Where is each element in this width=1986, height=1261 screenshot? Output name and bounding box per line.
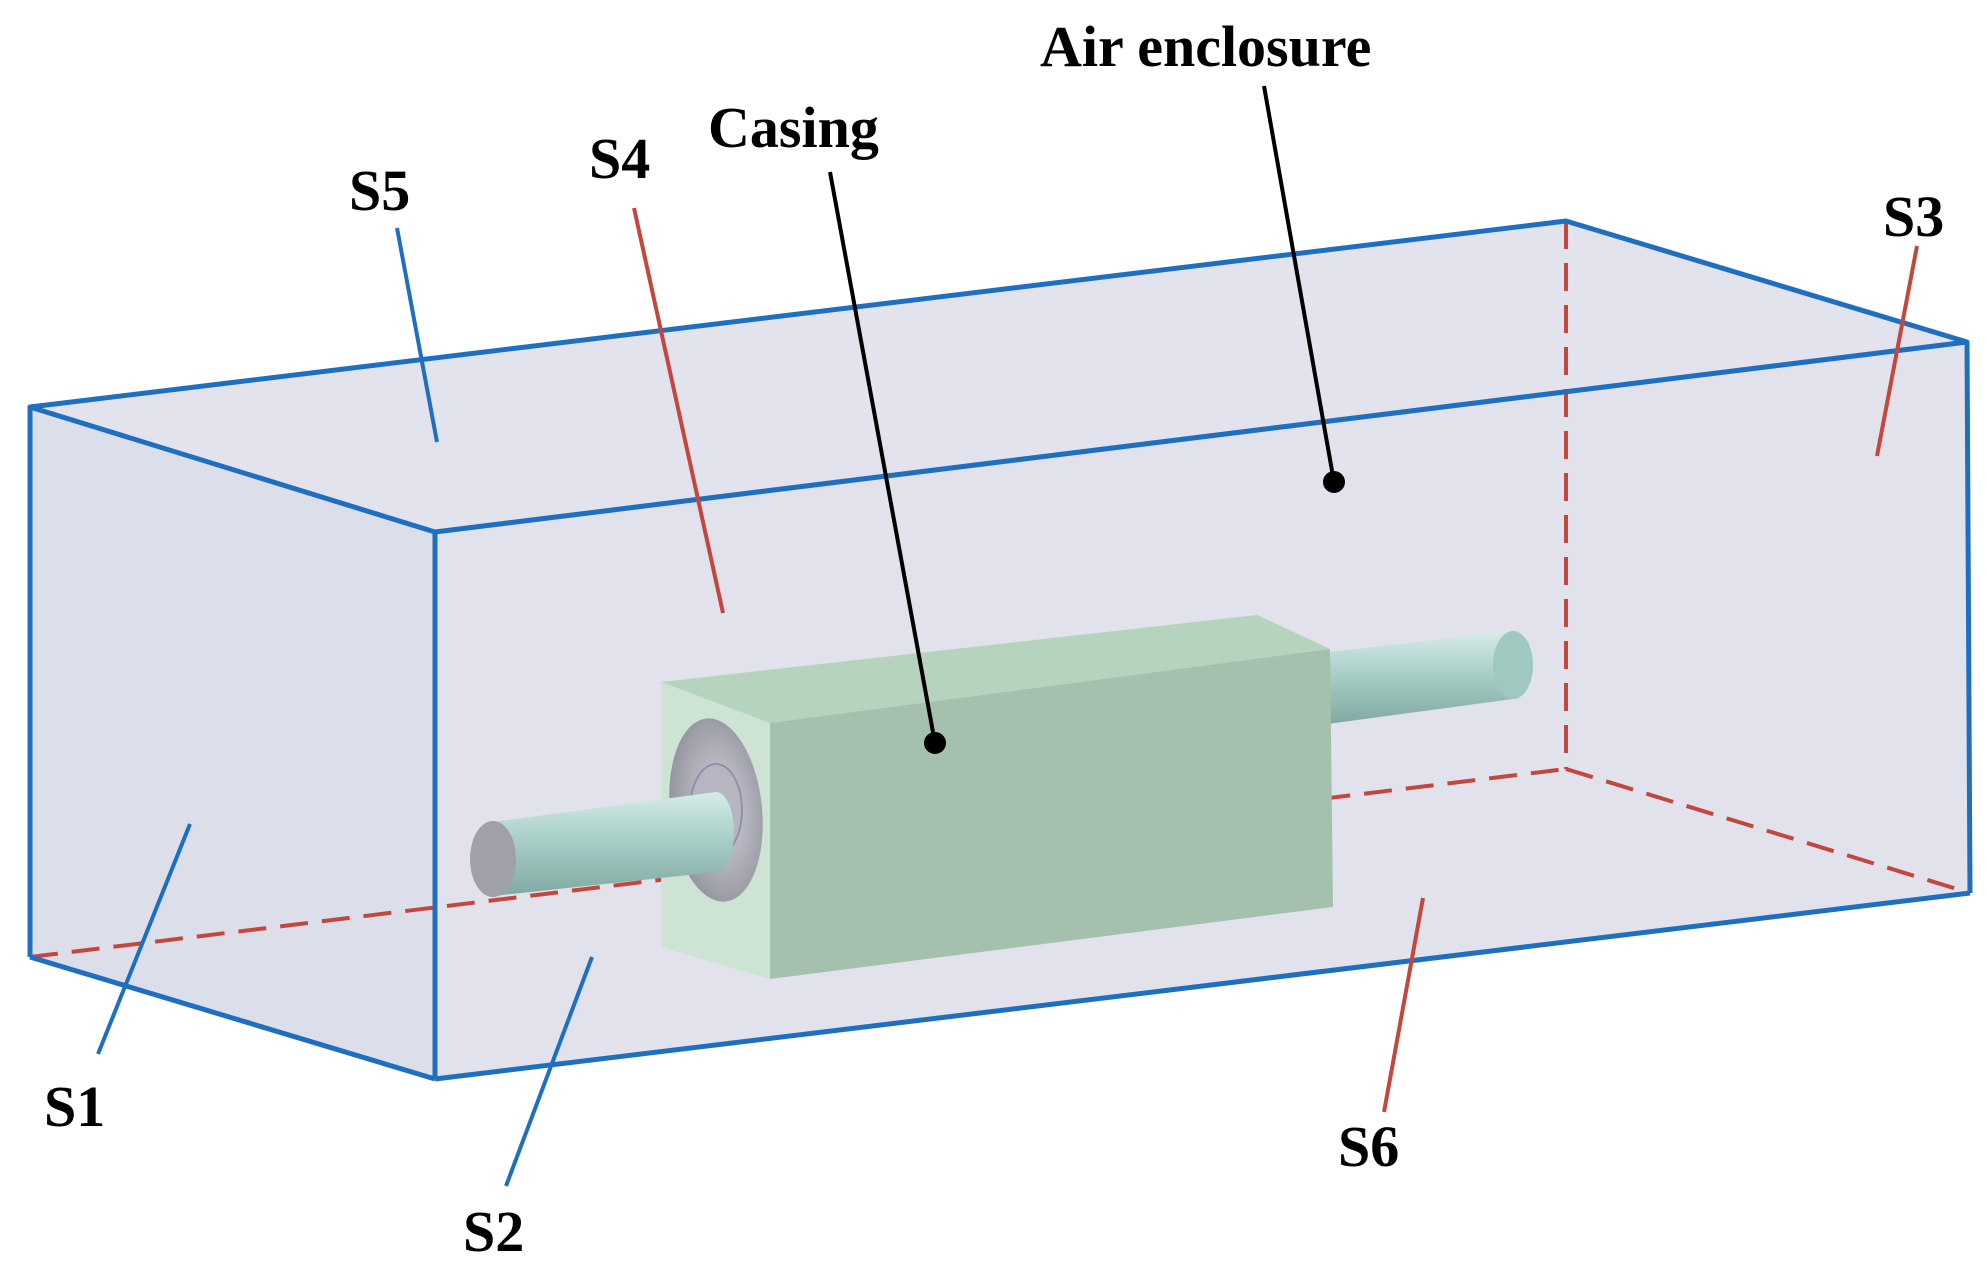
left-shaft — [493, 792, 734, 896]
label-casing: Casing — [708, 95, 879, 160]
hidden-edge-right-bottom — [1565, 767, 1971, 895]
casing-front-face — [770, 649, 1333, 979]
label-s5: S5 — [349, 158, 410, 223]
enclosure-face-s1 — [30, 407, 435, 1079]
edge-front-bottom — [434, 890, 1971, 1082]
leader-s6 — [1382, 897, 1425, 1113]
casing-marker-dot — [924, 732, 946, 754]
leader-s2 — [504, 956, 594, 1187]
leader-s3 — [1875, 245, 1919, 457]
leader-lines — [96, 85, 1919, 1187]
enclosure-face-s5 — [30, 221, 1967, 532]
label-s2: S2 — [463, 1199, 524, 1261]
leader-casing — [828, 171, 937, 744]
right-shaft — [1320, 631, 1533, 725]
leader-air-enclosure — [1262, 85, 1336, 483]
leader-s4 — [632, 207, 725, 614]
label-s6: S6 — [1338, 1114, 1399, 1179]
label-s4: S4 — [589, 126, 650, 191]
edge-right-vertical — [1964, 341, 1973, 894]
casing-assembly — [470, 615, 1533, 979]
casing-top-face — [661, 615, 1330, 723]
label-s1: S1 — [44, 1074, 105, 1139]
visible-edges — [27, 218, 1973, 1082]
right-shaft-end — [1493, 631, 1533, 699]
leader-s1 — [96, 823, 192, 1055]
leader-s5 — [395, 227, 439, 443]
air-enclosure-marker-dot — [1323, 471, 1345, 493]
edge-left-bottom — [29, 954, 436, 1082]
left-shaft-end — [470, 821, 516, 897]
label-s3: S3 — [1883, 184, 1944, 249]
label-air-enclosure: Air enclosure — [1040, 14, 1371, 79]
